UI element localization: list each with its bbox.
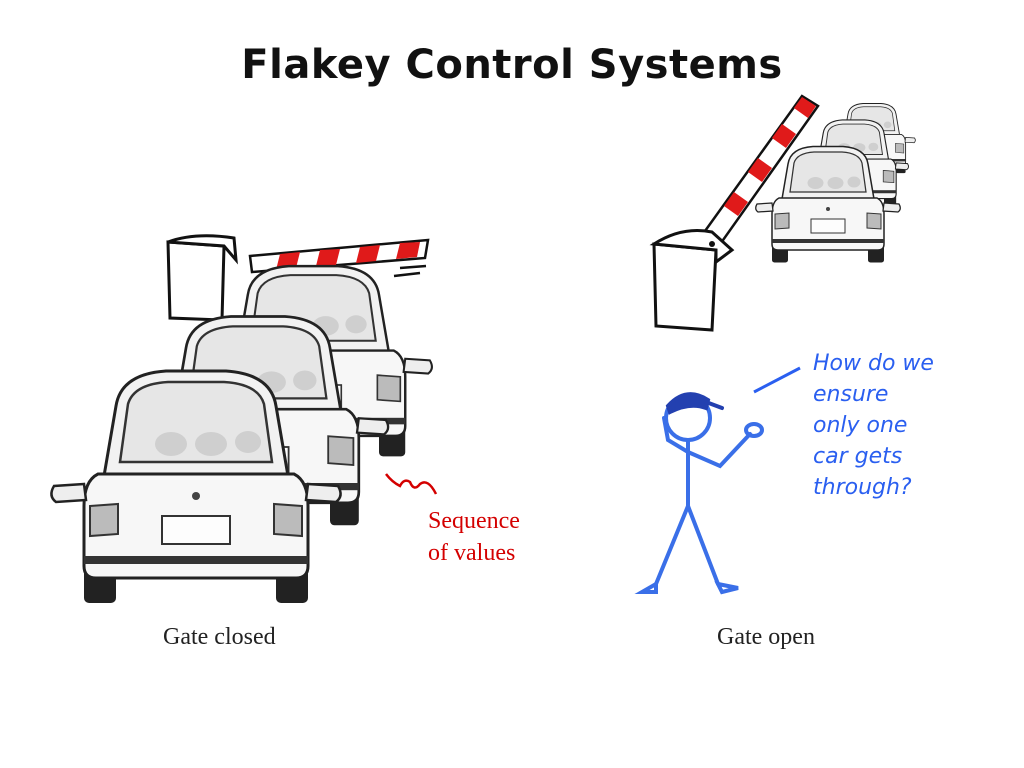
annotation-line: of values <box>428 540 516 566</box>
open-gate-scene <box>634 94 916 595</box>
speech-line-text: ensure <box>813 382 889 407</box>
caption-gate-closed: Gate closed <box>163 624 276 650</box>
sequence-annotation: Sequence of values <box>428 505 520 569</box>
speech-line <box>753 366 801 394</box>
annotation-line: Sequence <box>428 508 520 534</box>
caption-gate-open: Gate open <box>717 624 815 650</box>
speech-line-text: How do we <box>813 351 934 376</box>
stick-figure-icon <box>634 392 764 595</box>
speech-line-text: only one <box>813 413 908 438</box>
speech-text: How do we ensure only one car gets throu… <box>813 348 1013 503</box>
speech-line-text: car gets <box>813 444 903 469</box>
closed-gate-scene <box>49 234 438 605</box>
slide-title: Flakey Control Systems <box>241 42 783 88</box>
barrier-gate-icon <box>649 94 820 332</box>
speech-line-text: through? <box>813 475 912 500</box>
squiggle-arrow-icon <box>385 473 438 495</box>
